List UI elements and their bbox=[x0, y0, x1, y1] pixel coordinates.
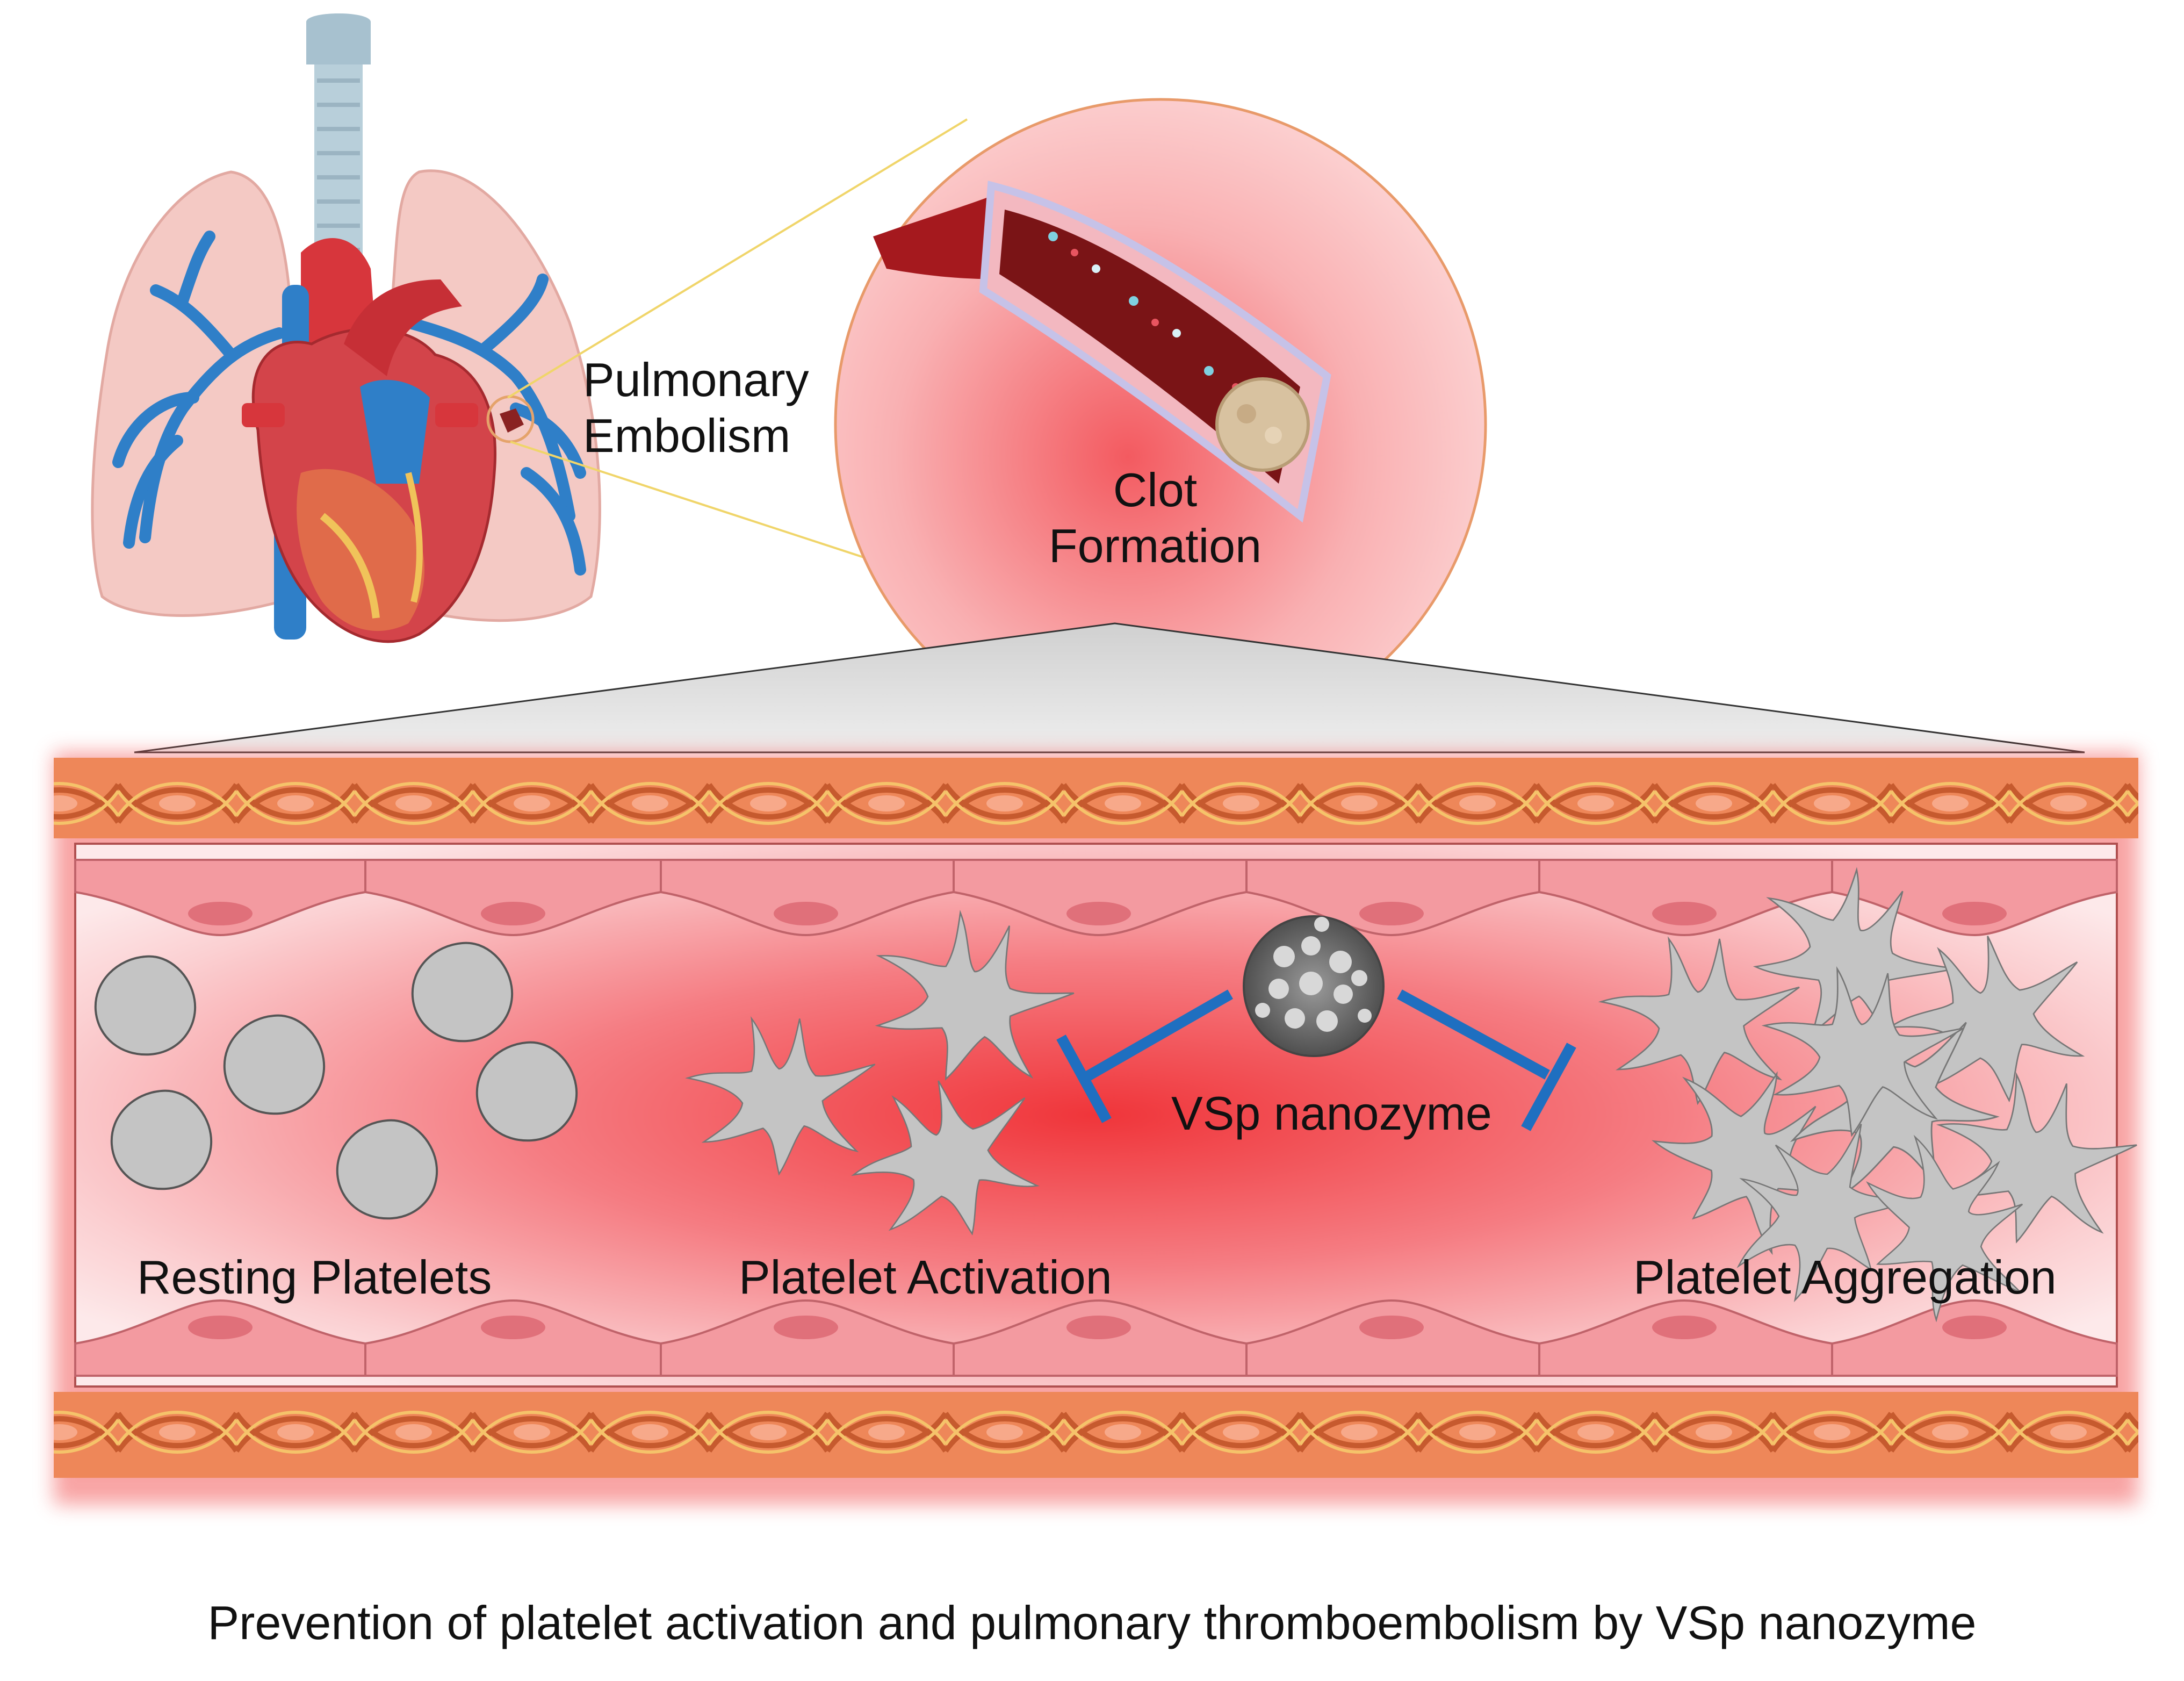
platelet-icon bbox=[475, 1041, 578, 1142]
pulmonary-embolism-line1: Pulmonary bbox=[583, 353, 809, 406]
clot-zoom-circle bbox=[834, 98, 1487, 751]
pulmonary-embolism-line2: Embolism bbox=[583, 408, 791, 462]
pulmonary-embolism-label: Pulmonary Embolism bbox=[583, 352, 809, 464]
endothelium-top bbox=[74, 859, 2118, 937]
vessel-wall-top bbox=[54, 758, 2138, 838]
platelet-icon bbox=[223, 1014, 326, 1115]
vessel-panel bbox=[54, 752, 2146, 1505]
figure-caption: Prevention of platelet activation and pu… bbox=[207, 1596, 1977, 1649]
heart-icon bbox=[242, 238, 496, 643]
clot-icon bbox=[1215, 377, 1310, 472]
nanozyme-particle-icon bbox=[1243, 915, 1385, 1057]
platelet-icon bbox=[94, 955, 197, 1056]
platelet-icon bbox=[110, 1089, 213, 1190]
inhibition-arrow-icon bbox=[1056, 989, 1233, 1123]
platelet-icon bbox=[336, 1119, 438, 1220]
vessel-wall-bottom bbox=[54, 1392, 2138, 1478]
platelet-icon bbox=[411, 942, 514, 1043]
zoom-cone bbox=[134, 622, 2085, 753]
resting-platelets-label: Resting Platelets bbox=[137, 1251, 492, 1304]
clot-formation-line1: Clot bbox=[1113, 463, 1198, 516]
trachea-icon bbox=[306, 13, 371, 285]
inhibition-arrow-icon bbox=[1397, 989, 1576, 1131]
lungs-heart-illustration bbox=[91, 13, 601, 643]
pulmonary-veins bbox=[112, 231, 586, 576]
vsp-nanozyme-label: VSp nanozyme bbox=[1171, 1087, 1492, 1140]
platelet-activation-label: Platelet Activation bbox=[739, 1251, 1112, 1304]
clot-formation-line2: Formation bbox=[1048, 519, 1262, 572]
platelet-aggregation-label: Platelet Aggregation bbox=[1633, 1251, 2057, 1304]
clot-formation-label: Clot Formation bbox=[1021, 462, 1289, 574]
